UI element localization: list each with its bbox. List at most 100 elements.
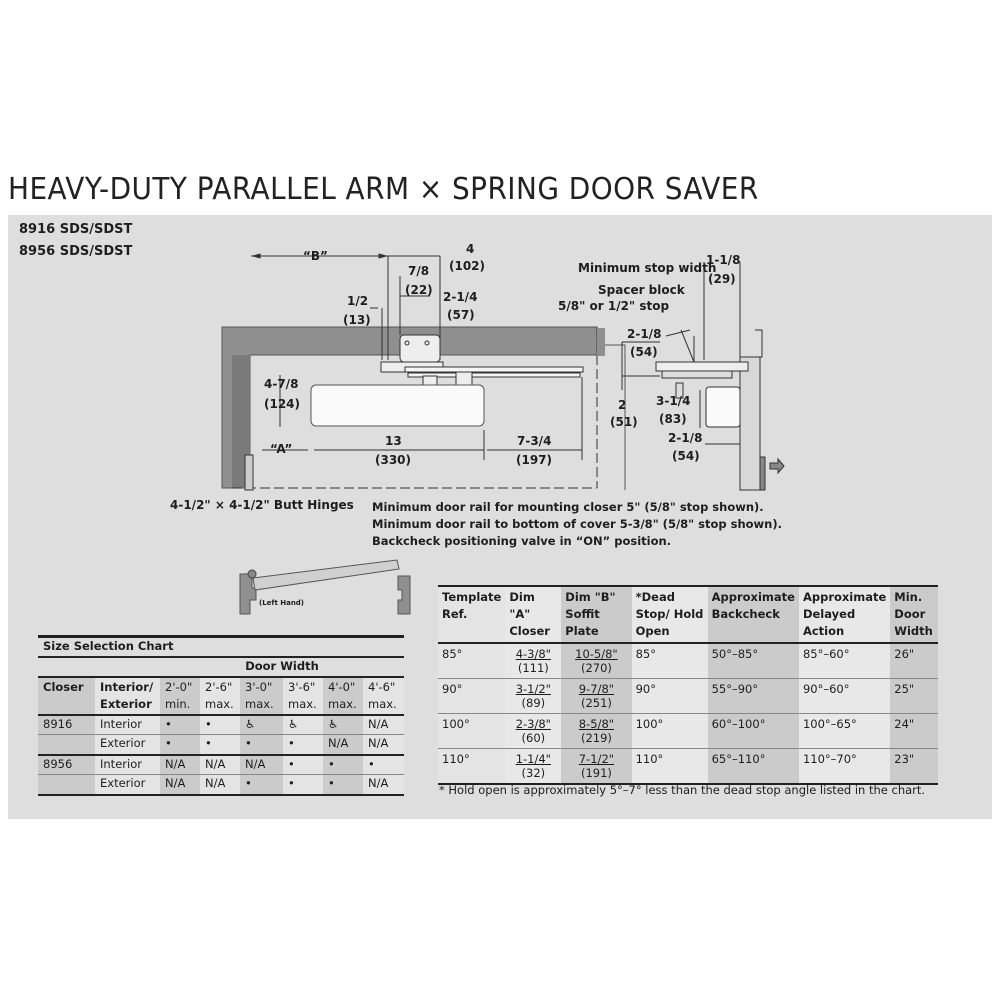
table-cell: 90° [438,678,506,714]
col-header: 3'-0" max. [240,676,283,716]
table-cell: 60°–100° [707,713,799,749]
dim-7-3-4: 7-3/4 [517,434,551,448]
table-row: 100°2-3/8"(60)8-5/8"(219)100°60°–100°100… [438,713,938,749]
note-door-rail: Minimum door rail for mounting closer 5"… [372,500,764,514]
table-cell: 110°–70° [798,748,891,785]
table-cell: ♿ [240,714,283,735]
table-cell: • [283,734,323,755]
dim-mm: (270) [580,661,612,675]
dim-mm: (89) [521,696,546,710]
table-cell: N/A [363,734,404,755]
table-cell: 110° [631,748,708,785]
table-cell: • [283,754,323,775]
template-spec-table: Template Ref. Dim "A" Closer Dim "B" Sof… [438,585,938,785]
col-header: 2'-0" min. [160,676,200,716]
min-stop-width-label: Minimum stop width [578,261,716,275]
dim-2-1-8b: 2-1/8 [668,431,702,445]
dim-mm: (191) [580,766,612,780]
spacer-block-label: Spacer block [598,283,686,297]
dim-2-1-8a-mm: (54) [630,345,658,359]
dim-2-1-8b-mm: (54) [672,449,700,463]
table-cell: 2-3/8"(60) [505,713,562,749]
dim-1-2: 1/2 [347,294,368,308]
table-cell: 90°–60° [798,678,891,714]
butt-hinges-label: 4-1/2" × 4-1/2" Butt Hinges [170,498,354,512]
table-cell: ♿ [323,714,363,735]
table-cell: Interior [95,754,160,775]
dim-13: 13 [385,434,402,448]
dim-mm: (251) [580,696,612,710]
dim-a-label: “A” [270,442,292,456]
table-cell: 7-1/2"(191) [561,748,632,785]
table-cell: 100° [631,713,708,749]
dim-inches: 1-1/4" [515,752,551,766]
col-header: Approximate Delayed Action [798,585,891,644]
table-cell: • [160,734,200,755]
size-selection-chart: Size Selection Chart Door Width Closer I… [38,635,404,796]
table-cell: • [363,754,404,775]
col-header: Dim "B" Soffit Plate [561,585,632,644]
frame-drawing [221,253,598,491]
table-cell: N/A [200,774,240,795]
note-cover: Minimum door rail to bottom of cover 5-3… [372,517,782,531]
dim-inches: 2-3/8" [515,717,551,731]
table-cell: • [160,714,200,735]
table-cell: Exterior [95,774,160,795]
table-cell: • [240,774,283,795]
col-header: 4'-0" max. [323,676,363,716]
dim-2-mm: (51) [610,415,638,429]
dim-13-mm: (330) [375,453,411,467]
table-cell: 65°–110° [707,748,799,785]
dim-inches: 4-3/8" [515,647,551,661]
table-cell: • [200,734,240,755]
table-cell: 25" [890,678,938,714]
table-cell: N/A [363,714,404,735]
footnote: * Hold open is approximately 5°–7° less … [439,783,926,797]
table-cell: 90° [631,678,708,714]
dim-inches: 3-1/2" [515,682,551,696]
dim-2: 2 [618,398,626,412]
dim-4-mm: (102) [449,259,485,273]
spacer-stop-label: 5/8" or 1/2" stop [558,299,669,313]
table-cell: 85° [438,643,506,679]
dim-inches: 10-5/8" [575,647,618,661]
dim-3-1-4-mm: (83) [659,412,687,426]
dim-b-label: “B” [303,249,328,263]
table-row: 110°1-1/4"(32)7-1/2"(191)110°65°–110°110… [438,748,938,785]
col-header: Approximate Backcheck [707,585,799,644]
dim-7-8-mm: (22) [405,283,433,297]
model-8956: 8956 SDS/SDST [19,244,133,259]
col-header: 3'-6" max. [283,676,323,716]
table-cell: 55°–90° [707,678,799,714]
col-header: Dim "A" Closer [505,585,562,644]
table-cell: Exterior [95,734,160,755]
table-cell: 100°–65° [798,713,891,749]
table-cell [38,774,95,795]
dim-1-2-mm: (13) [343,313,371,327]
table-cell: N/A [363,774,404,795]
table-cell: N/A [200,754,240,775]
col-header: Min. Door Width [890,585,938,644]
dim-mm: (60) [521,731,546,745]
table-cell: N/A [240,754,283,775]
col-header: 4'-6" max. [363,676,404,716]
table-cell: 3-1/2"(89) [505,678,562,714]
table-cell: 1-1/4"(32) [505,748,562,785]
dim-7-8: 7/8 [408,264,429,278]
door-width-header: Door Width [160,656,404,678]
dim-inches: 9-7/8" [578,682,615,696]
table-row: 90°3-1/2"(89)9-7/8"(251)90°55°–90°90°–60… [438,678,938,714]
dimension-labels: “B” 4 (102) 7/8 (22) 1/2 (13) 2-1/4 (57)… [170,242,740,512]
table-cell [38,734,95,755]
dim-2-1-8a: 2-1/8 [627,327,661,341]
table-cell: 8956 [38,754,95,775]
dim-1-1-8: 1-1/8 [706,253,740,267]
table-row: 85°4-3/8"(111)10-5/8"(270)85°50°–85°85°–… [438,643,938,679]
table-cell: • [240,734,283,755]
table-cell: 8-5/8"(219) [561,713,632,749]
